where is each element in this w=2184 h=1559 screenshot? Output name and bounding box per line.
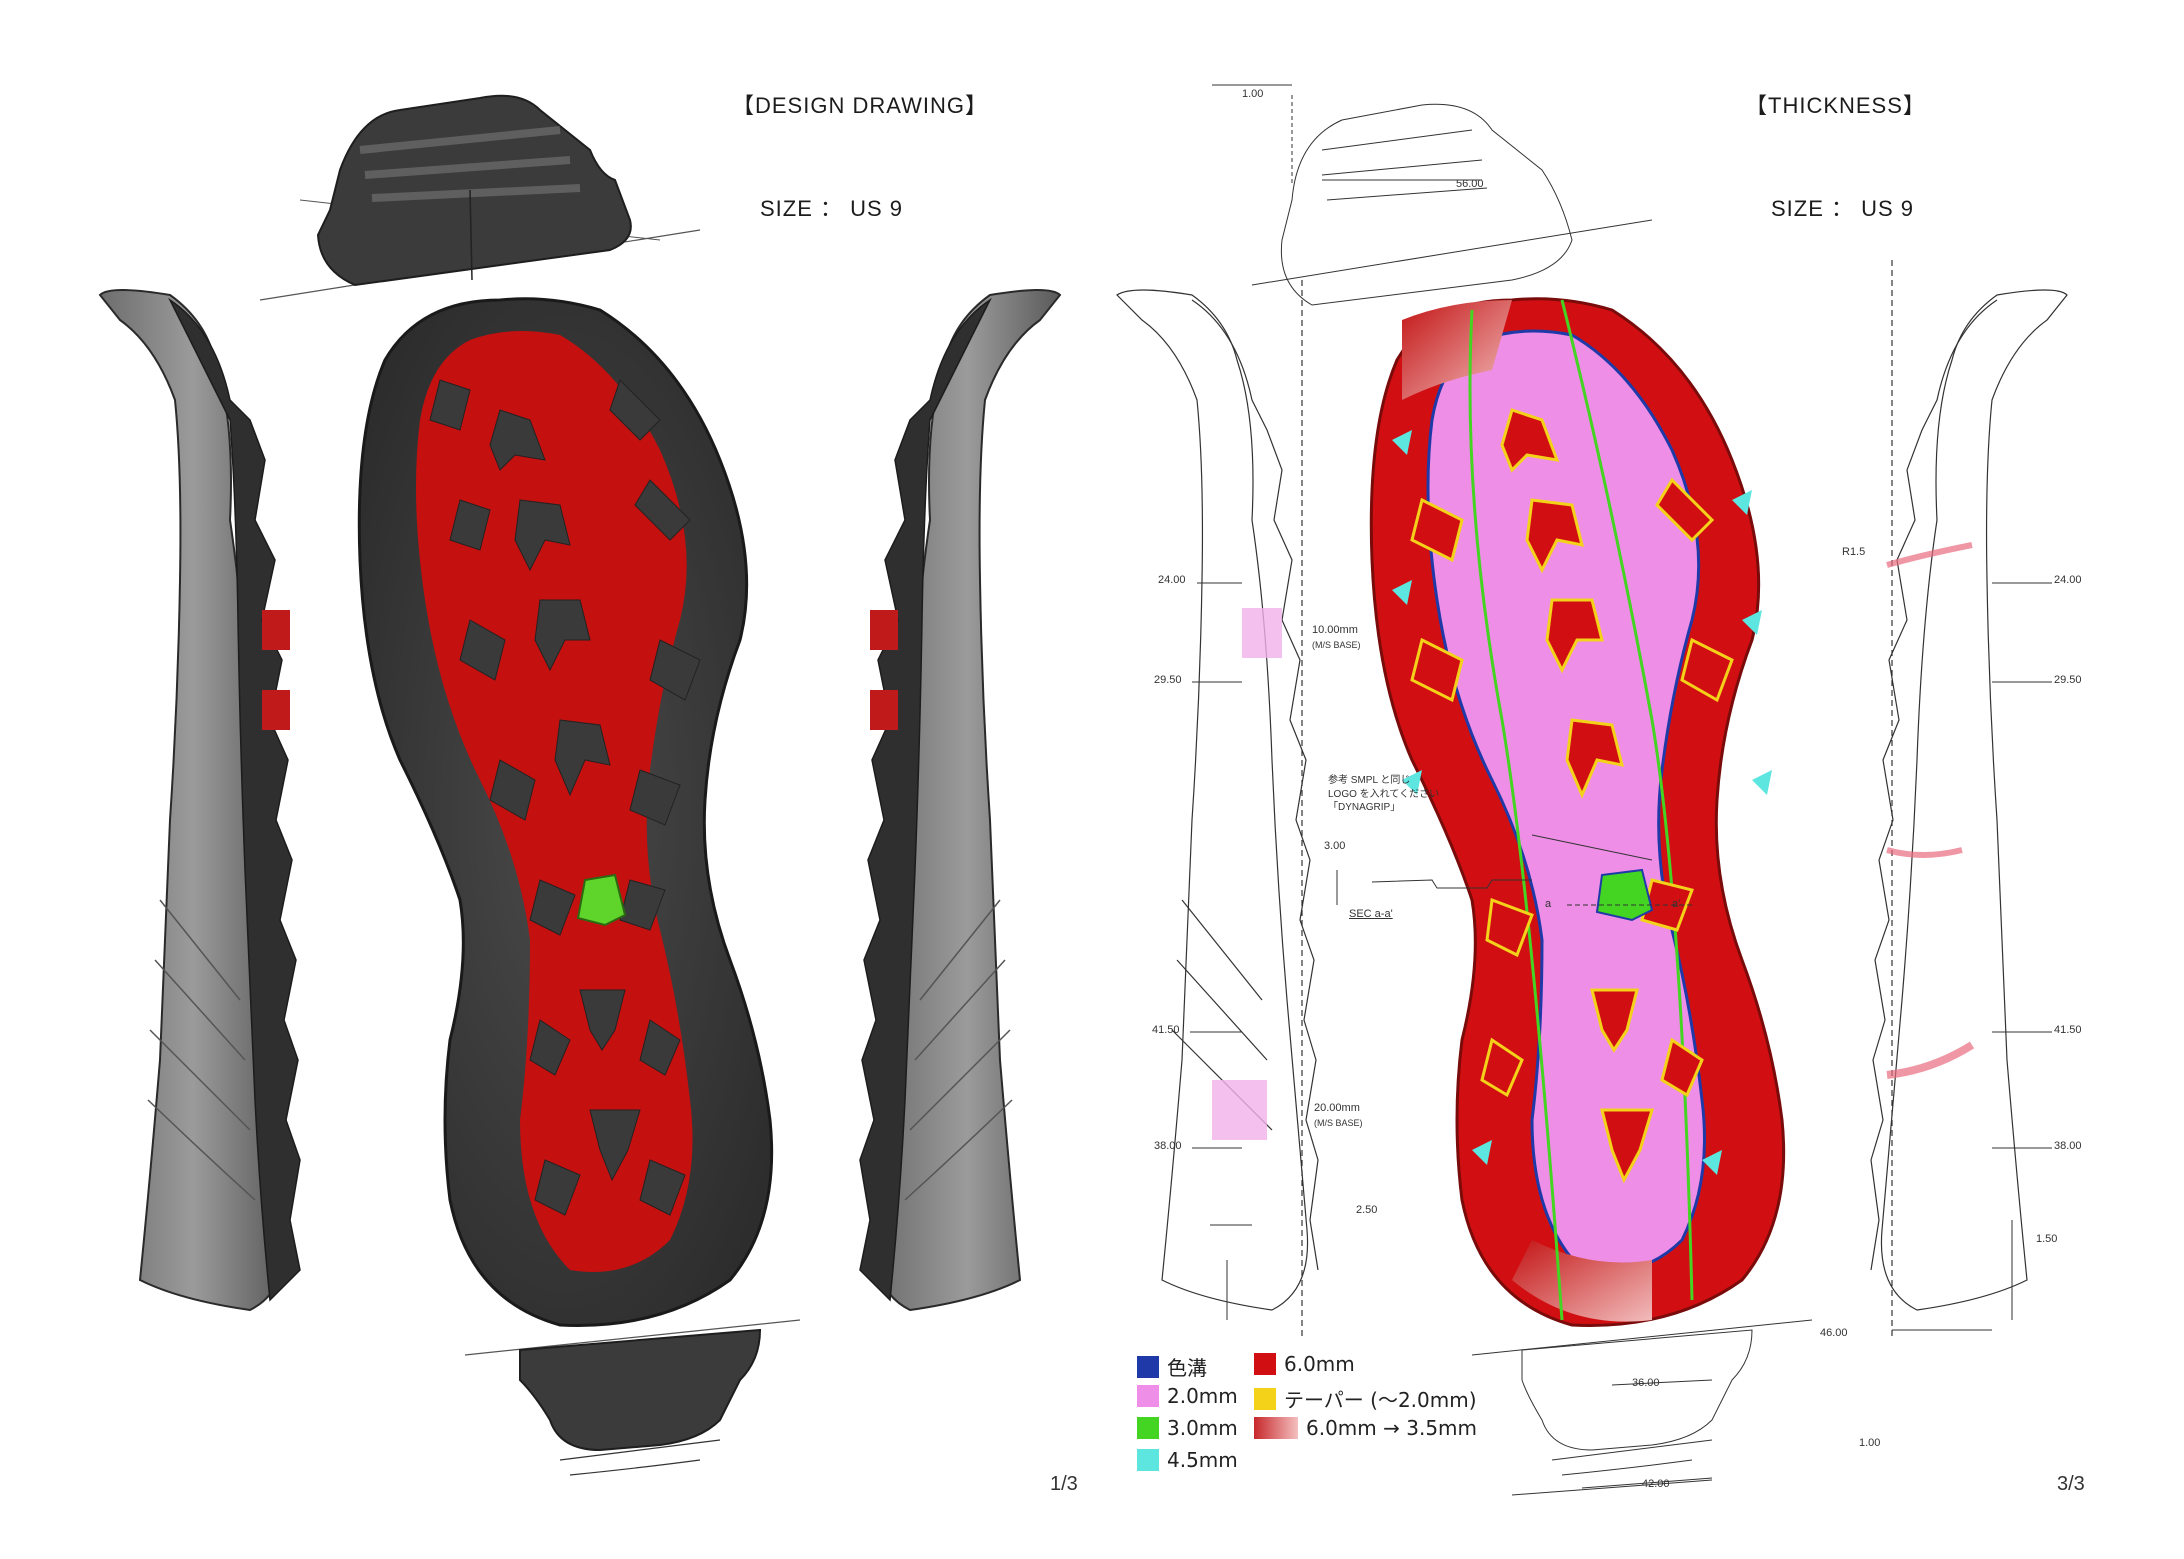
heel-view: [464, 1319, 801, 1476]
logo-note: 参考 SMPL と同じ LOGO を入れてください 「DYNAGRIP」: [1328, 774, 1439, 815]
design-drawing-panel: 【DESIGN DRAWING】 SIZE ： US 9 1/3: [98, 93, 1078, 1495]
legend-label: 6.0mm → 3.5mm: [1306, 1416, 1478, 1440]
toe-view: [259, 94, 701, 301]
dim-29-50-left: 29.50: [1154, 674, 1182, 686]
swatch-cyan-icon: [1137, 1449, 1159, 1471]
dim-41-50-left: 41.50: [1152, 1024, 1180, 1036]
design-drawing-svg: [98, 94, 1062, 1476]
dim-ms-base-1: (M/S BASE): [1312, 640, 1361, 650]
page-number: 3/3: [2057, 1473, 2085, 1495]
dim-56-00: 56.00: [1456, 178, 1484, 190]
thickness-panel: 【THICKNESS】 SIZE ： US 9 3/3: [1092, 0, 2184, 1559]
dim-3-00: 3.00: [1324, 840, 1346, 852]
right-side-outline: [1870, 260, 2068, 1340]
legend-label: 4.5mm: [1167, 1448, 1238, 1472]
left-side-outline: [1116, 280, 1319, 1340]
dim-46-00: 46.00: [1820, 1327, 1848, 1339]
legend-label: テーパー (〜2.0mm): [1284, 1388, 1477, 1412]
thickness-outsole: [1369, 297, 1786, 1327]
dim-41-50-right: 41.50: [2054, 1024, 2082, 1036]
legend-item-gradient: 6.0mm → 3.5mm: [1254, 1416, 1477, 1440]
legend-item-groove: 色溝: [1137, 1352, 1207, 1381]
swatch-blue-icon: [1137, 1355, 1159, 1378]
legend-item-taper: テーパー (〜2.0mm): [1254, 1384, 1477, 1413]
note-line-1: 参考 SMPL と同じ: [1328, 775, 1411, 786]
dim-24-00-left: 24.00: [1158, 574, 1186, 586]
dim-20mm: 20.00mm: [1314, 1102, 1360, 1114]
heel-outline: [1471, 1319, 1813, 1496]
left-side-view: [98, 289, 301, 1312]
section-a-label: a: [1545, 898, 1552, 910]
swatch-pink-icon: [1137, 1385, 1159, 1407]
section-a-prime-label: a': [1672, 898, 1681, 910]
note-line-3: 「DYNAGRIP」: [1328, 802, 1401, 813]
dim-1-00-bottom: 1.00: [1859, 1437, 1881, 1449]
swatch-red-icon: [1254, 1353, 1276, 1375]
legend-label: 色溝: [1167, 1356, 1207, 1380]
swatch-yellow-icon: [1254, 1387, 1276, 1410]
design-drawing-title: 【DESIGN DRAWING】: [732, 93, 988, 118]
dim-42-00: 42.00: [1642, 1478, 1670, 1490]
swatch-gradient-icon: [1254, 1417, 1298, 1439]
legend-item-4-5mm: 4.5mm: [1137, 1448, 1238, 1472]
dim-10mm: 10.00mm: [1312, 624, 1358, 636]
right-side-view: [859, 289, 1062, 1312]
dim-38-00-right: 38.00: [2054, 1140, 2082, 1152]
dim-2-50: 2.50: [1356, 1204, 1378, 1216]
note-line-2: LOGO を入れてください: [1328, 788, 1440, 800]
dim-ms-base-2: (M/S BASE): [1314, 1118, 1363, 1128]
section-label: SEC a-a': [1349, 908, 1393, 920]
dim-1-00-top: 1.00: [1242, 88, 1264, 100]
dim-29-50-right: 29.50: [2054, 674, 2082, 686]
legend-label: 3.0mm: [1167, 1416, 1238, 1440]
dim-1-50: 1.50: [2036, 1233, 2058, 1245]
legend-label: 6.0mm: [1284, 1352, 1355, 1376]
legend-label: 2.0mm: [1167, 1384, 1238, 1408]
outsole-bottom-view: [357, 297, 774, 1327]
section-a-a-drawing: [1336, 834, 1653, 905]
legend-item-2mm: 2.0mm: [1137, 1384, 1238, 1408]
dim-38-00-left: 38.00: [1154, 1140, 1182, 1152]
legend-item-3mm: 3.0mm: [1137, 1416, 1238, 1440]
dim-r1-5: R1.5: [1842, 546, 1866, 558]
size-label: SIZE ： US 9: [760, 196, 904, 221]
legend-item-6mm: 6.0mm: [1254, 1352, 1355, 1376]
size-label: SIZE ： US 9: [1771, 196, 1915, 221]
thickness-title: 【THICKNESS】: [1745, 93, 1926, 118]
toe-outline: [1251, 95, 1653, 306]
thickness-drawing-svg: [1116, 84, 2068, 1496]
page-number: 1/3: [1050, 1473, 1078, 1495]
dim-24-00-right: 24.00: [2054, 574, 2082, 586]
swatch-green-icon: [1137, 1417, 1159, 1439]
dim-36-00: 36.00: [1632, 1377, 1660, 1389]
